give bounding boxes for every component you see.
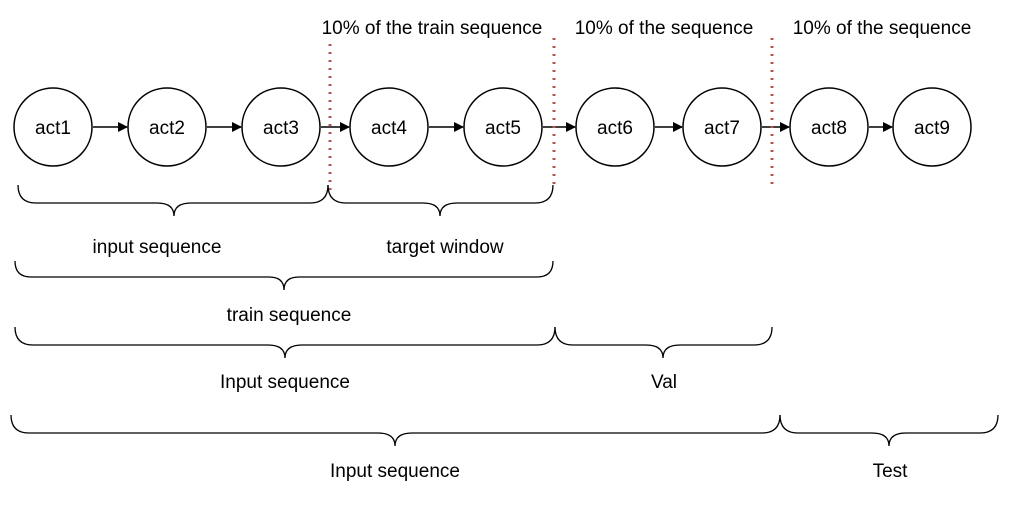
brace-input-sequence-outer (10, 414, 781, 447)
label-input-sequence-outer: Input sequence (330, 461, 460, 482)
split-label-val: 10% of the sequence (575, 18, 754, 39)
node-act7: act7 (682, 87, 762, 167)
node-label: act4 (371, 118, 407, 139)
label-train-sequence: train sequence (227, 305, 352, 326)
node-label: act7 (704, 118, 740, 139)
brace-val (554, 326, 773, 359)
brace-input-sequence-mid (14, 326, 556, 359)
brace-test (779, 414, 999, 447)
label-val: Val (651, 372, 677, 393)
node-act1: act1 (13, 87, 93, 167)
label-target-window: target window (386, 237, 504, 258)
split-label-test: 10% of the sequence (793, 18, 972, 39)
label-test: Test (873, 461, 909, 482)
brace-input-sequence-inner (17, 184, 329, 217)
node-label: act2 (149, 118, 185, 139)
node-act5: act5 (463, 87, 543, 167)
node-act8: act8 (789, 87, 869, 167)
node-label: act9 (914, 118, 950, 139)
node-act6: act6 (575, 87, 655, 167)
node-label: act5 (485, 118, 521, 139)
brace-target-window (327, 184, 554, 217)
node-act4: act4 (349, 87, 429, 167)
node-act2: act2 (127, 87, 207, 167)
label-input-sequence-mid: Input sequence (220, 372, 350, 393)
node-label: act6 (597, 118, 633, 139)
node-act3: act3 (241, 87, 321, 167)
node-label: act1 (35, 118, 71, 139)
split-label-train: 10% of the train sequence (322, 18, 543, 39)
node-act9: act9 (892, 87, 972, 167)
node-label: act3 (263, 118, 299, 139)
node-label: act8 (811, 118, 847, 139)
label-input-sequence-inner: input sequence (93, 237, 222, 258)
brace-train-sequence (14, 260, 554, 291)
